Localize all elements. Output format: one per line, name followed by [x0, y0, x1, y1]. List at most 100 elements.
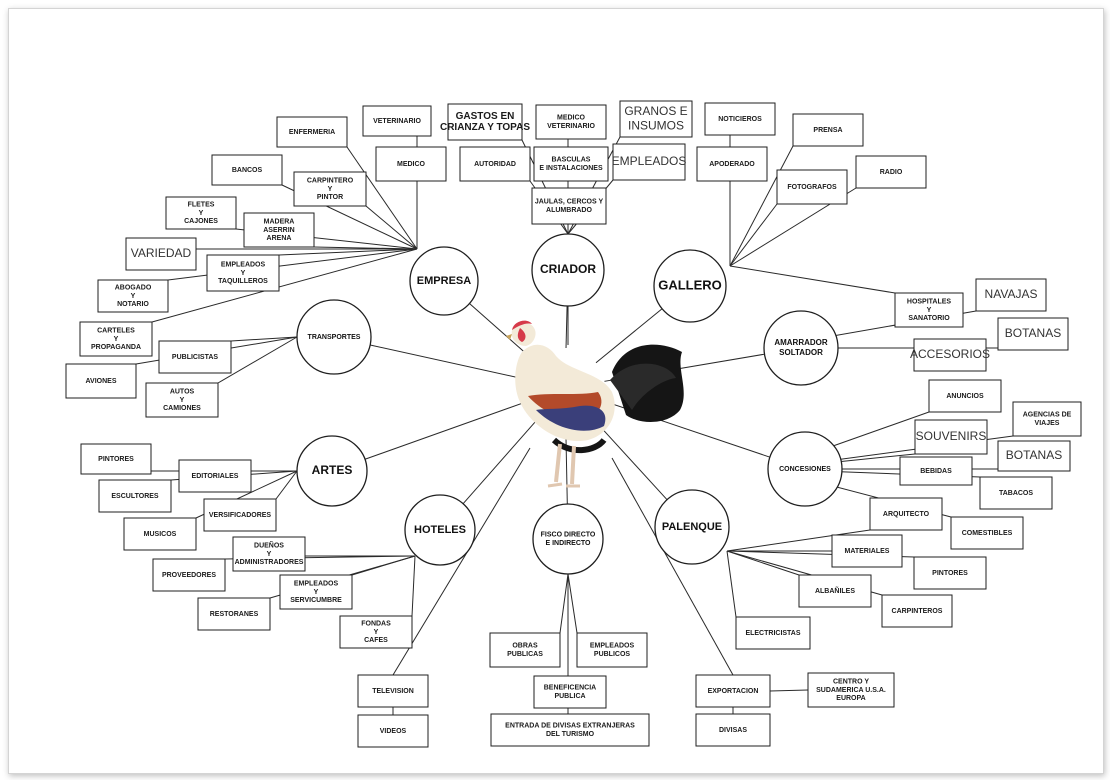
- box-comestibles: COMESTIBLES: [950, 516, 1024, 550]
- box-label-centro: EUROPA: [836, 695, 865, 702]
- box-label-carpintero: Y: [328, 186, 333, 193]
- box-rect-prensa: [792, 113, 864, 147]
- box-prensa: PRENSA: [792, 113, 864, 147]
- rooster-illustration: [506, 320, 684, 488]
- hub-criador: CRIADOR: [531, 233, 605, 307]
- box-label-autos: CAMIONES: [163, 405, 201, 412]
- box-rect-abogado: [97, 279, 169, 313]
- box-label-empleados_p: EMPLEADOS: [590, 643, 635, 650]
- box-label-beneficencia: BENEFICENCIA: [544, 685, 597, 692]
- hub-label-gallero: GALLERO: [658, 277, 722, 292]
- box-enfermeria: ENFERMERIA: [276, 116, 348, 148]
- box-label-empleados_s: EMPLEADOS: [294, 580, 339, 587]
- box-rect-empleados_c: [612, 143, 686, 181]
- hub-gallero: GALLERO: [653, 249, 727, 323]
- box-label-entrada: DEL TURISMO: [546, 731, 595, 738]
- box-veterinario: VETERINARIO: [362, 105, 432, 137]
- box-label-empleados_s: Y: [314, 589, 319, 596]
- box-rect-exportacion: [695, 674, 771, 708]
- box-label-empleados_t: EMPLEADOS: [221, 261, 266, 268]
- hub-label-concesiones: CONCESIONES: [779, 466, 831, 473]
- hub-label-artes: ARTES: [312, 463, 353, 477]
- box-rect-duenos: [232, 536, 306, 572]
- connector-versificadores: [275, 470, 298, 500]
- box-label-botanas_a: BOTANAS: [1005, 326, 1061, 340]
- box-albaniles: ALBAÑILES: [798, 574, 872, 608]
- connector-electricistas: [726, 550, 737, 618]
- box-rect-madera: [243, 212, 315, 248]
- box-label-variedad: VARIEDAD: [131, 246, 192, 260]
- box-label-apoderado: APODERADO: [709, 161, 755, 168]
- box-pintores_p: PINTORES: [913, 556, 987, 590]
- box-label-duenos: DUEÑOS: [254, 540, 284, 549]
- box-rect-albaniles: [798, 574, 872, 608]
- hub-label-transportes: TRANSPORTES: [308, 334, 361, 341]
- box-label-prensa: PRENSA: [813, 127, 842, 134]
- box-label-pintores_a: PINTORES: [98, 456, 134, 463]
- box-label-empleados_t: TAQUILLEROS: [218, 278, 268, 285]
- box-editoriales: EDITORIALES: [178, 459, 252, 493]
- connector-carpintero: [365, 205, 418, 250]
- connector-fondas: [411, 555, 416, 617]
- connector-empleados_t: [278, 248, 418, 256]
- box-label-fondas: CAFES: [364, 637, 388, 644]
- box-rect-medico_v: [535, 104, 607, 140]
- connector-television: [392, 447, 531, 676]
- box-label-abogado: Y: [131, 293, 136, 300]
- box-rect-musicos: [123, 517, 197, 551]
- box-label-restoranes: RESTORANES: [210, 611, 259, 618]
- hub-palenque: PALENQUE: [654, 489, 730, 565]
- box-exportacion: EXPORTACION: [695, 674, 771, 708]
- connector-enfermeria: [346, 146, 418, 250]
- box-label-souvenirs: SOUVENIRS: [916, 429, 987, 443]
- box-rect-variedad: [125, 237, 197, 271]
- box-rect-apoderado: [696, 146, 768, 182]
- box-variedad: VARIEDAD: [125, 237, 197, 271]
- connector-gallero-center: [595, 308, 663, 364]
- box-rect-autos: [145, 382, 219, 418]
- box-label-carteles: Y: [114, 336, 119, 343]
- box-radio: RADIO: [855, 155, 927, 189]
- box-rect-jaulas: [531, 187, 607, 225]
- connector-arquitecto: [726, 529, 871, 552]
- box-label-carpinteros: CARPINTEROS: [892, 608, 943, 615]
- box-label-carpintero: PINTOR: [317, 194, 343, 201]
- connector-exportacion: [611, 457, 734, 676]
- box-label-gastos: GASTOS EN: [456, 111, 515, 122]
- box-label-fotografos: FOTOGRAFOS: [787, 184, 837, 191]
- box-aviones: AVIONES: [65, 363, 137, 399]
- box-accesorios: ACCESORIOS: [910, 338, 990, 372]
- hub-circle-artes: [296, 435, 368, 507]
- box-label-materiales: MATERIALES: [845, 548, 890, 555]
- hub-circle-fisco: [532, 503, 604, 575]
- box-label-fletes: CAJONES: [184, 218, 218, 225]
- box-arquitecto: ARQUITECTO: [869, 497, 943, 531]
- box-anuncios: ANUNCIOS: [928, 379, 1002, 413]
- box-label-videos: VIDEOS: [380, 728, 407, 735]
- box-electricistas: ELECTRICISTAS: [735, 616, 811, 650]
- box-label-agencias: AGENCIAS DE: [1023, 412, 1072, 419]
- box-label-bebidas: BEBIDAS: [920, 468, 952, 475]
- box-rect-noticieros: [704, 102, 776, 136]
- box-label-entrada: ENTRADA DE DIVISAS EXTRANJERAS: [505, 723, 635, 730]
- box-label-granos: INSUMOS: [628, 118, 684, 132]
- box-label-enfermeria: ENFERMERIA: [289, 129, 335, 136]
- connector-centro: [769, 689, 809, 692]
- box-label-madera: ARENA: [267, 235, 292, 242]
- box-publicistas: PUBLICISTAS: [158, 340, 232, 374]
- box-autoridad: AUTORIDAD: [459, 146, 531, 182]
- box-restoranes: RESTORANES: [197, 597, 271, 631]
- box-botanas_c: BOTANAS: [997, 440, 1071, 472]
